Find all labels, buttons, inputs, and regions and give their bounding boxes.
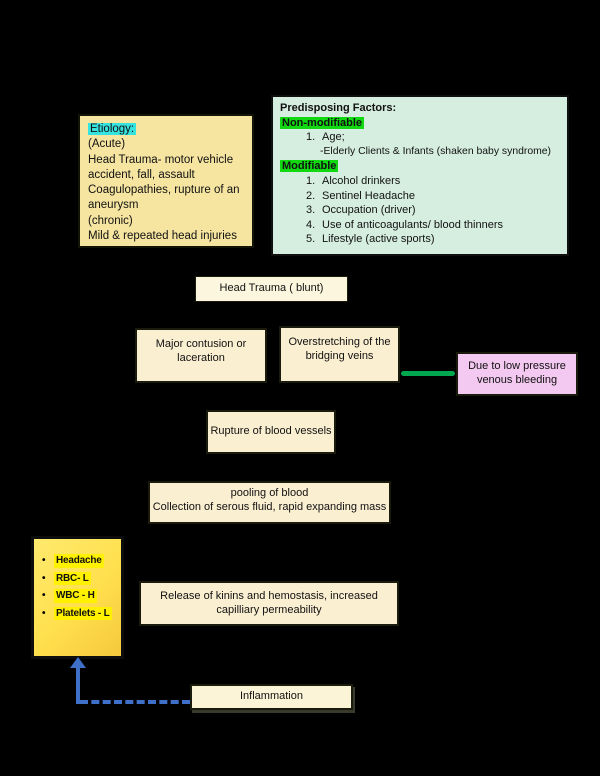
etiology-line: Head Trauma- motor vehicle — [88, 153, 234, 166]
bullet-icon: • — [42, 607, 46, 619]
modifiable-label: Modifiable — [280, 160, 339, 173]
blue-dashed-connector — [80, 700, 190, 704]
finding-text: RBC- L — [54, 571, 91, 585]
node-overstretching-label: Overstretching of the bridging veins — [288, 336, 391, 362]
node-release-of-kinins: Release of kinins and hemostasis, increa… — [139, 581, 399, 626]
node-inflammation: Inflammation — [190, 684, 353, 710]
non-modifiable-label: Non-modifiable — [280, 116, 365, 129]
item-text: Sentinel Headache — [322, 189, 415, 202]
predisposing-item: 5. Lifestyle (active sports) — [280, 232, 563, 247]
node-due-to-low-pressure: Due to low pressure venous bleeding — [456, 352, 578, 396]
etiology-line: Mild & repeated head injuries — [88, 230, 237, 243]
finding-text: WBC - H — [54, 589, 97, 603]
age-subitem: -Elderly Clients & Infants (shaken baby … — [320, 145, 552, 157]
bullet-icon: • — [42, 590, 46, 601]
node-major-contusion: Major contusion or laceration — [135, 328, 267, 383]
finding-item: • Headache — [42, 554, 119, 568]
node-pooling-line2: Collection of serous fluid, rapid expand… — [152, 501, 387, 514]
node-head-trauma-label: Head Trauma ( blunt) — [219, 282, 324, 295]
item-number: 2. — [306, 189, 316, 202]
finding-item: • Platelets - L — [42, 606, 119, 620]
blue-arrow-up-icon — [70, 657, 86, 668]
etiology-box: Etiology: (Acute) Head Trauma- motor veh… — [78, 114, 254, 248]
predisposing-title: Predisposing Factors: — [280, 102, 397, 114]
predisposing-item: 2. Sentinel Headache — [280, 189, 563, 204]
item-number: 4. — [306, 218, 316, 231]
node-overstretching: Overstretching of the bridging veins — [279, 326, 400, 383]
finding-text: Headache — [54, 554, 104, 568]
predisposing-factors-box: Predisposing Factors: Non-modifiable 1. A… — [271, 95, 569, 256]
finding-item: • WBC - H — [42, 589, 119, 603]
item-number: 3. — [306, 204, 316, 217]
etiology-title: Etiology: — [88, 123, 137, 135]
bullet-icon: • — [42, 555, 46, 566]
predisposing-item: 3. Occupation (driver) — [280, 203, 563, 218]
item-text: Use of anticoagulants/ blood thinners — [322, 218, 504, 231]
node-due-to-low-pressure-label: Due to low pressure venous bleeding — [468, 360, 566, 386]
etiology-line: (Acute) — [88, 138, 126, 151]
findings-box: • Headache • RBC- L • WBC - H • Platelets - … — [31, 536, 124, 659]
node-major-contusion-label: Major contusion or laceration — [155, 338, 247, 364]
etiology-line: aneurysm — [88, 199, 139, 212]
item-number: 1. — [306, 131, 316, 144]
bullet-icon: • — [42, 572, 46, 584]
etiology-line: accident, fall, assault — [88, 168, 195, 181]
etiology-line: Coagulopathies, rupture of an — [88, 184, 240, 197]
green-connector-line — [401, 371, 455, 376]
etiology-line: (chronic) — [88, 214, 133, 227]
item-text: Alcohol drinkers — [322, 174, 401, 187]
item-text: Age; — [322, 131, 345, 144]
item-text: Lifestyle (active sports) — [322, 233, 435, 246]
node-rupture-label: Rupture of blood vessels — [210, 425, 332, 438]
node-inflammation-label: Inflammation — [240, 690, 303, 703]
node-pooling-of-blood: pooling of blood Collection of serous fl… — [148, 481, 391, 524]
predisposing-item: 1. Alcohol drinkers — [280, 174, 563, 189]
item-text: Occupation (driver) — [322, 204, 416, 217]
blue-vertical-connector — [76, 666, 80, 704]
finding-text: Platelets - L — [54, 606, 112, 620]
finding-item: • RBC- L — [42, 571, 119, 585]
modifiable-label-line: Modifiable — [280, 159, 563, 174]
item-number: 1. — [306, 174, 316, 187]
node-rupture-of-blood-vessels: Rupture of blood vessels — [206, 410, 336, 454]
item-number: 5. — [306, 233, 316, 246]
node-pooling-line1: pooling of blood — [230, 487, 309, 499]
etiology-title-line: Etiology: — [88, 122, 248, 137]
predisposing-item: 4. Use of anticoagulants/ blood thinners — [280, 218, 563, 233]
non-modifiable-label-line: Non-modifiable — [280, 116, 563, 131]
node-head-trauma: Head Trauma ( blunt) — [195, 276, 348, 302]
node-release-label: Release of kinins and hemostasis, increa… — [160, 589, 378, 616]
predisposing-item: 1. Age; — [280, 130, 563, 145]
